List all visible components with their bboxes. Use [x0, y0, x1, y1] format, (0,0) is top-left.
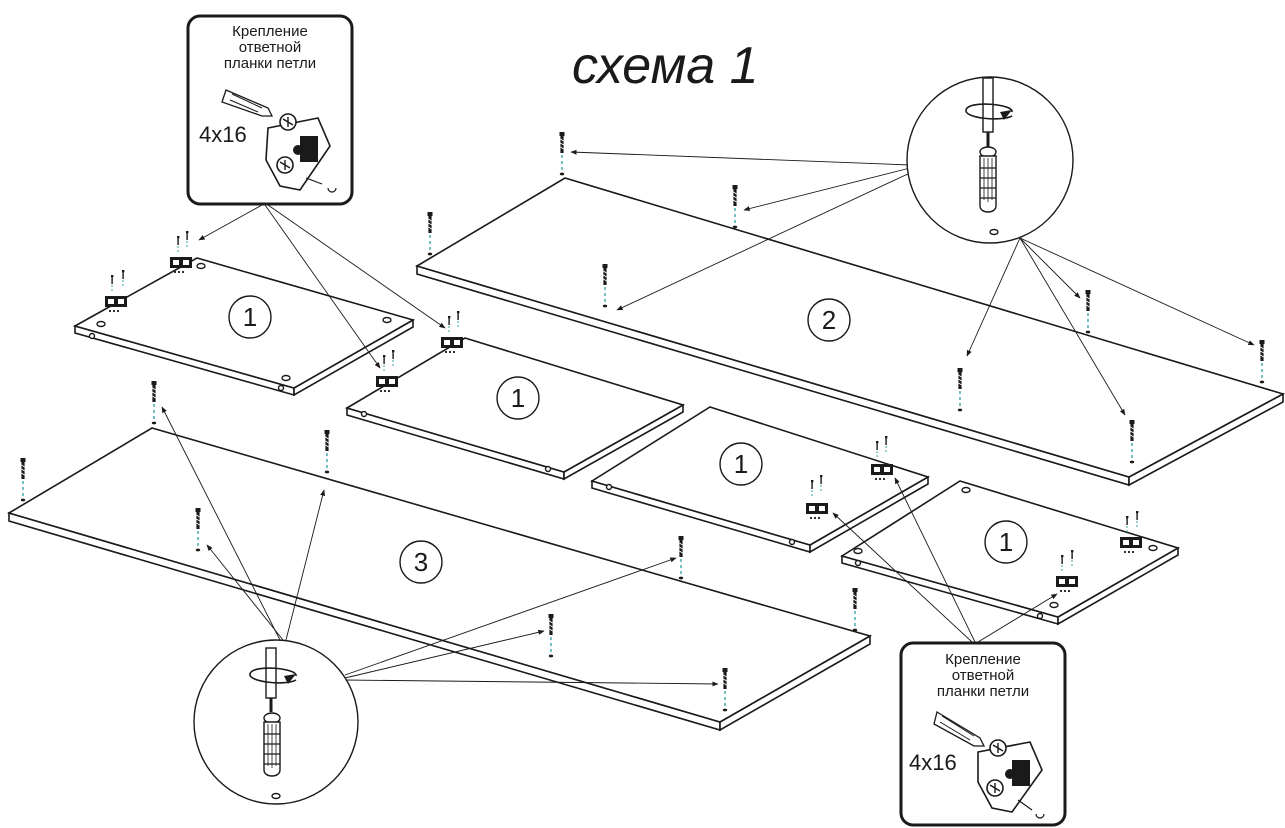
hinge-plate-icon — [265, 113, 337, 193]
screw-icon — [426, 211, 434, 257]
panel-1b: 1 — [345, 310, 686, 481]
panel-number: 1 — [511, 383, 525, 413]
screw-icon — [1084, 289, 1092, 335]
screw-icon — [677, 535, 685, 581]
callout-caption-line: планки петли — [224, 55, 316, 72]
screw-icon — [447, 315, 451, 335]
screw-icon — [979, 146, 997, 213]
callout-caption-line: планки петли — [937, 683, 1029, 700]
screw-icon — [1135, 510, 1139, 530]
screw-icon — [150, 380, 158, 426]
diagram-title: схема 1 — [572, 37, 759, 95]
panel-2: 2 — [415, 131, 1285, 487]
screw-icon — [851, 587, 859, 633]
rotation-arrow-icon — [965, 103, 1013, 120]
screwdriver-icon — [221, 89, 274, 117]
screw-icon — [1258, 339, 1266, 385]
callout-caption-line: ответной — [239, 39, 301, 56]
callout-caption-line: Крепление — [945, 651, 1021, 668]
panel-number: 1 — [734, 449, 748, 479]
leader-lines — [161, 149, 1255, 687]
screw-icon — [391, 349, 395, 369]
screw-size-label: 4x16 — [909, 750, 957, 775]
screw-icon — [382, 354, 386, 374]
callout-caption-line: Крепление — [232, 23, 308, 40]
screw-icon — [110, 274, 114, 294]
screwdriver-detail-bottom — [193, 639, 359, 805]
screwdriver-icon — [265, 647, 277, 712]
panel-number: 3 — [414, 547, 428, 577]
hinge-plate-icon — [977, 739, 1045, 819]
screw-icon — [884, 435, 888, 455]
screw-icon — [185, 230, 189, 250]
screw-icon — [875, 440, 879, 460]
panel-number: 1 — [243, 302, 257, 332]
screw-icon — [19, 457, 27, 503]
screw-icon — [558, 131, 566, 177]
screw-icon — [323, 429, 331, 475]
screw-icon — [176, 235, 180, 255]
panel-number: 2 — [822, 305, 836, 335]
hinge-plate-callout-bottom: Крепление ответной планки петли 4x16 — [899, 641, 1067, 827]
rotation-arrow-icon — [249, 667, 297, 684]
hinge-plate-callout-top: Крепление ответной планки петли 4x16 — [186, 14, 354, 206]
panel-1c: 1 — [590, 406, 930, 554]
panel-1a: 1 — [72, 230, 416, 397]
screw-icon — [121, 269, 125, 289]
screw-icon — [263, 712, 281, 777]
screw-size-label: 4x16 — [199, 122, 247, 147]
panel-3: 3 — [7, 380, 873, 732]
panel-number: 1 — [999, 527, 1013, 557]
callout-caption-line: ответной — [952, 667, 1014, 684]
screw-icon — [731, 184, 739, 230]
screw-icon — [456, 310, 460, 330]
screwdriver-icon — [933, 710, 986, 747]
screwdriver-detail-top — [906, 76, 1074, 244]
